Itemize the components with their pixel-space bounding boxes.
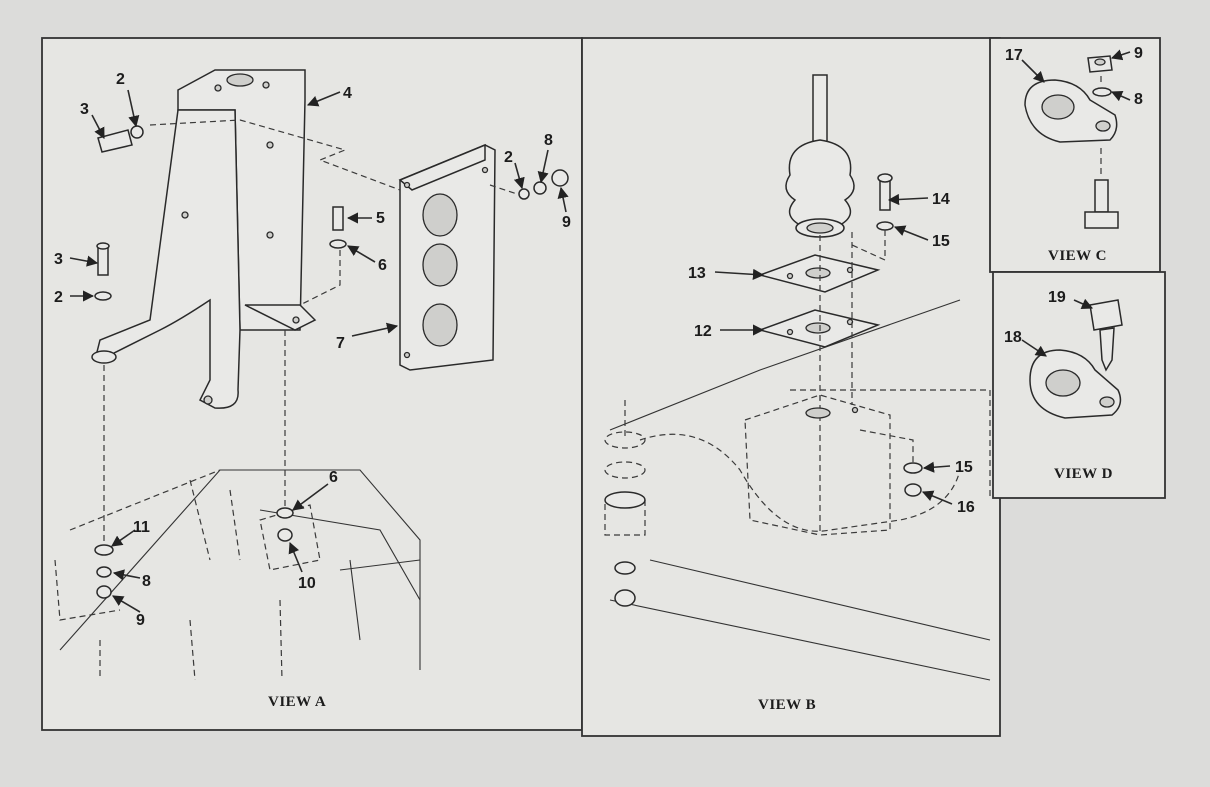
callout-b-16: 16 (957, 499, 975, 516)
callout-a-9-low: 9 (136, 612, 145, 629)
callout-a-10: 10 (298, 575, 316, 592)
callout-c-9: 9 (1134, 45, 1143, 62)
callout-a-2-top: 2 (116, 71, 125, 88)
callout-a-11: 11 (133, 519, 150, 536)
callout-b-14: 14 (932, 191, 950, 208)
callout-a-8-low: 8 (142, 573, 151, 590)
callout-b-12: 12 (694, 323, 712, 340)
view-c-drawing (1024, 55, 1119, 229)
view-c-panel (989, 37, 1161, 273)
callout-a-6-low: 6 (329, 469, 338, 486)
callout-d-19: 19 (1048, 289, 1066, 306)
callout-c-17: 17 (1005, 47, 1023, 64)
callout-a-2-right: 2 (504, 149, 513, 166)
callout-b-15-low: 15 (955, 459, 973, 476)
callout-b-15-top: 15 (932, 233, 950, 250)
callout-d-18: 18 (1004, 329, 1022, 346)
callout-a-8-right: 8 (544, 132, 553, 149)
callout-a-3-top: 3 (80, 101, 89, 118)
callout-a-7: 7 (336, 335, 345, 352)
view-b-panel (581, 37, 1001, 737)
callout-b-13: 13 (688, 265, 706, 282)
view-b-caption: VIEW B (758, 697, 816, 713)
callout-a-6-mid: 6 (378, 257, 387, 274)
callout-a-3-left: 3 (54, 251, 63, 268)
callout-arrows (69, 49, 1131, 613)
view-d-drawing (1029, 299, 1123, 419)
view-a-caption: VIEW A (268, 694, 326, 710)
view-b-drawing (604, 74, 991, 681)
callout-a-2-left: 2 (54, 289, 63, 306)
callout-a-4: 4 (343, 85, 352, 102)
callout-c-8: 8 (1134, 91, 1143, 108)
callout-a-9-right: 9 (562, 214, 571, 231)
callout-a-5: 5 (376, 210, 385, 227)
view-a-drawing (54, 69, 569, 681)
view-c-caption: VIEW C (1048, 248, 1107, 264)
view-d-caption: VIEW D (1054, 466, 1113, 482)
